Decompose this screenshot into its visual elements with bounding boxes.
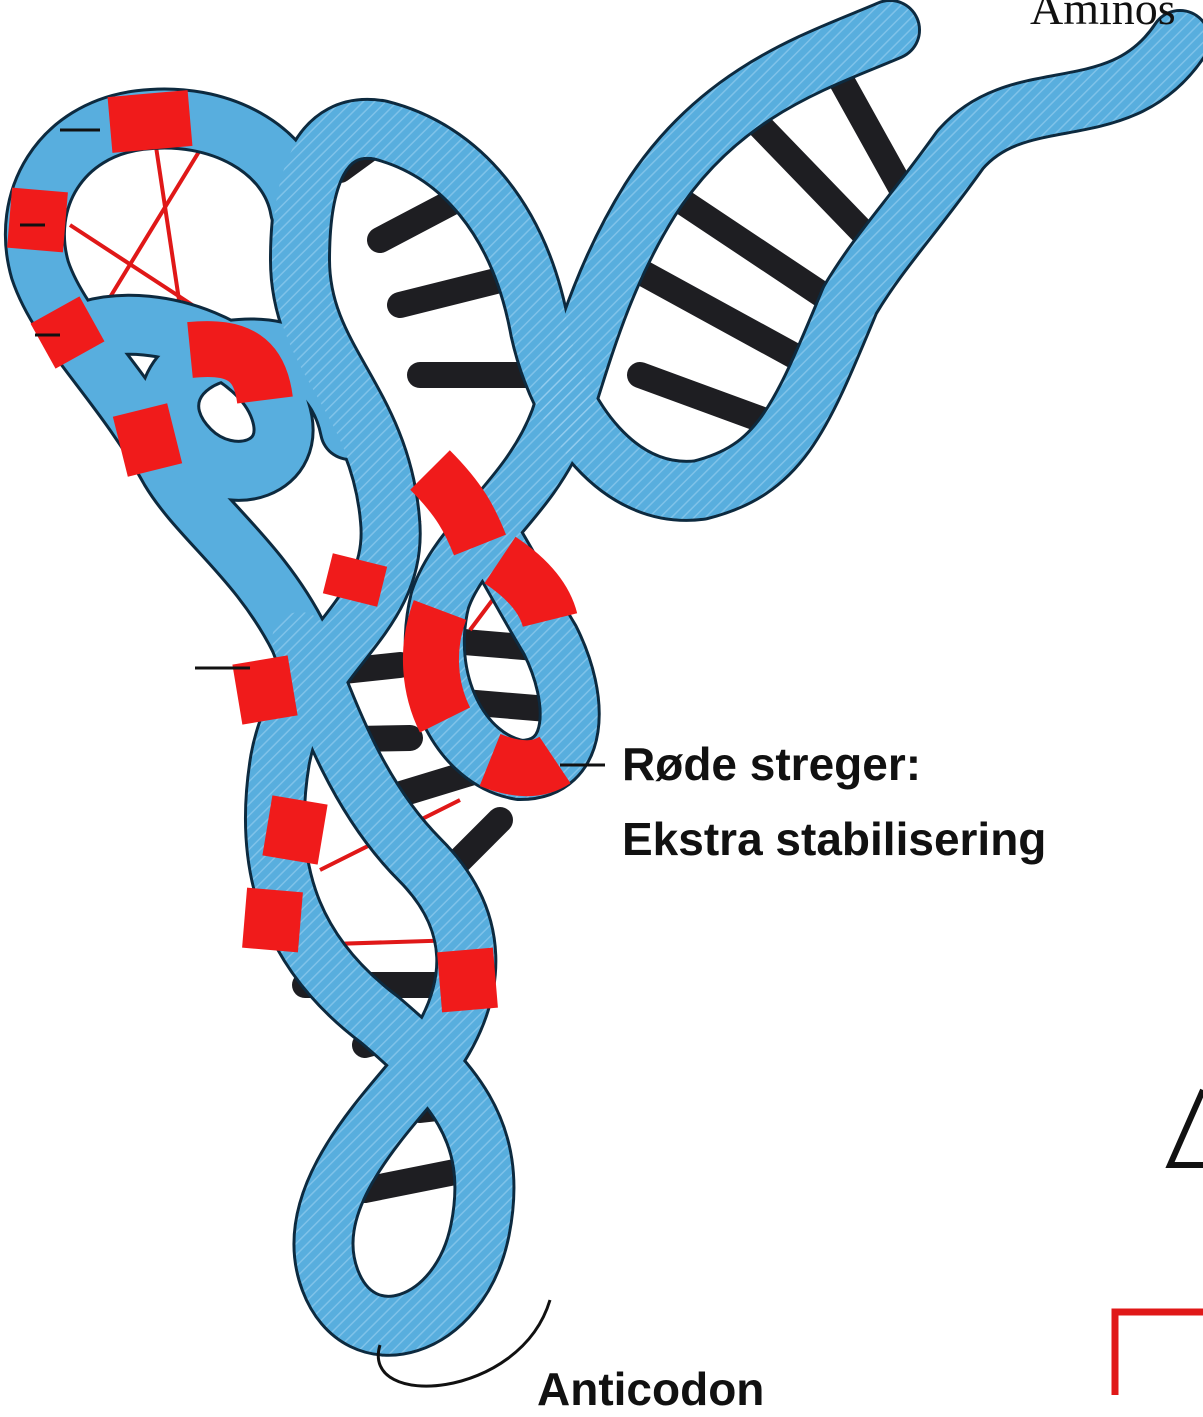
red-segment: [431, 610, 445, 720]
red-segment: [55, 310, 80, 355]
red-segment: [270, 890, 275, 950]
partial-triangle-shape: [1170, 1090, 1203, 1165]
red-lines-description: Ekstra stabilisering: [622, 812, 1046, 866]
backbone-ribbon: [35, 30, 1180, 1326]
red-segment: [140, 410, 155, 470]
partial-red-bracket: [1115, 1312, 1203, 1395]
red-segment: [490, 760, 555, 768]
red-lines-title: Røde streger:: [622, 737, 921, 791]
red-segment: [260, 660, 270, 720]
anticodon-label: Anticodon: [537, 1362, 764, 1416]
red-segment: [110, 118, 190, 125]
red-segment: [290, 800, 300, 860]
red-segment: [350, 560, 360, 600]
amino-acid-end-label: Aminos: [1030, 0, 1176, 35]
red-segment: [35, 190, 40, 250]
red-segment: [430, 470, 480, 545]
red-segment: [465, 950, 470, 1010]
